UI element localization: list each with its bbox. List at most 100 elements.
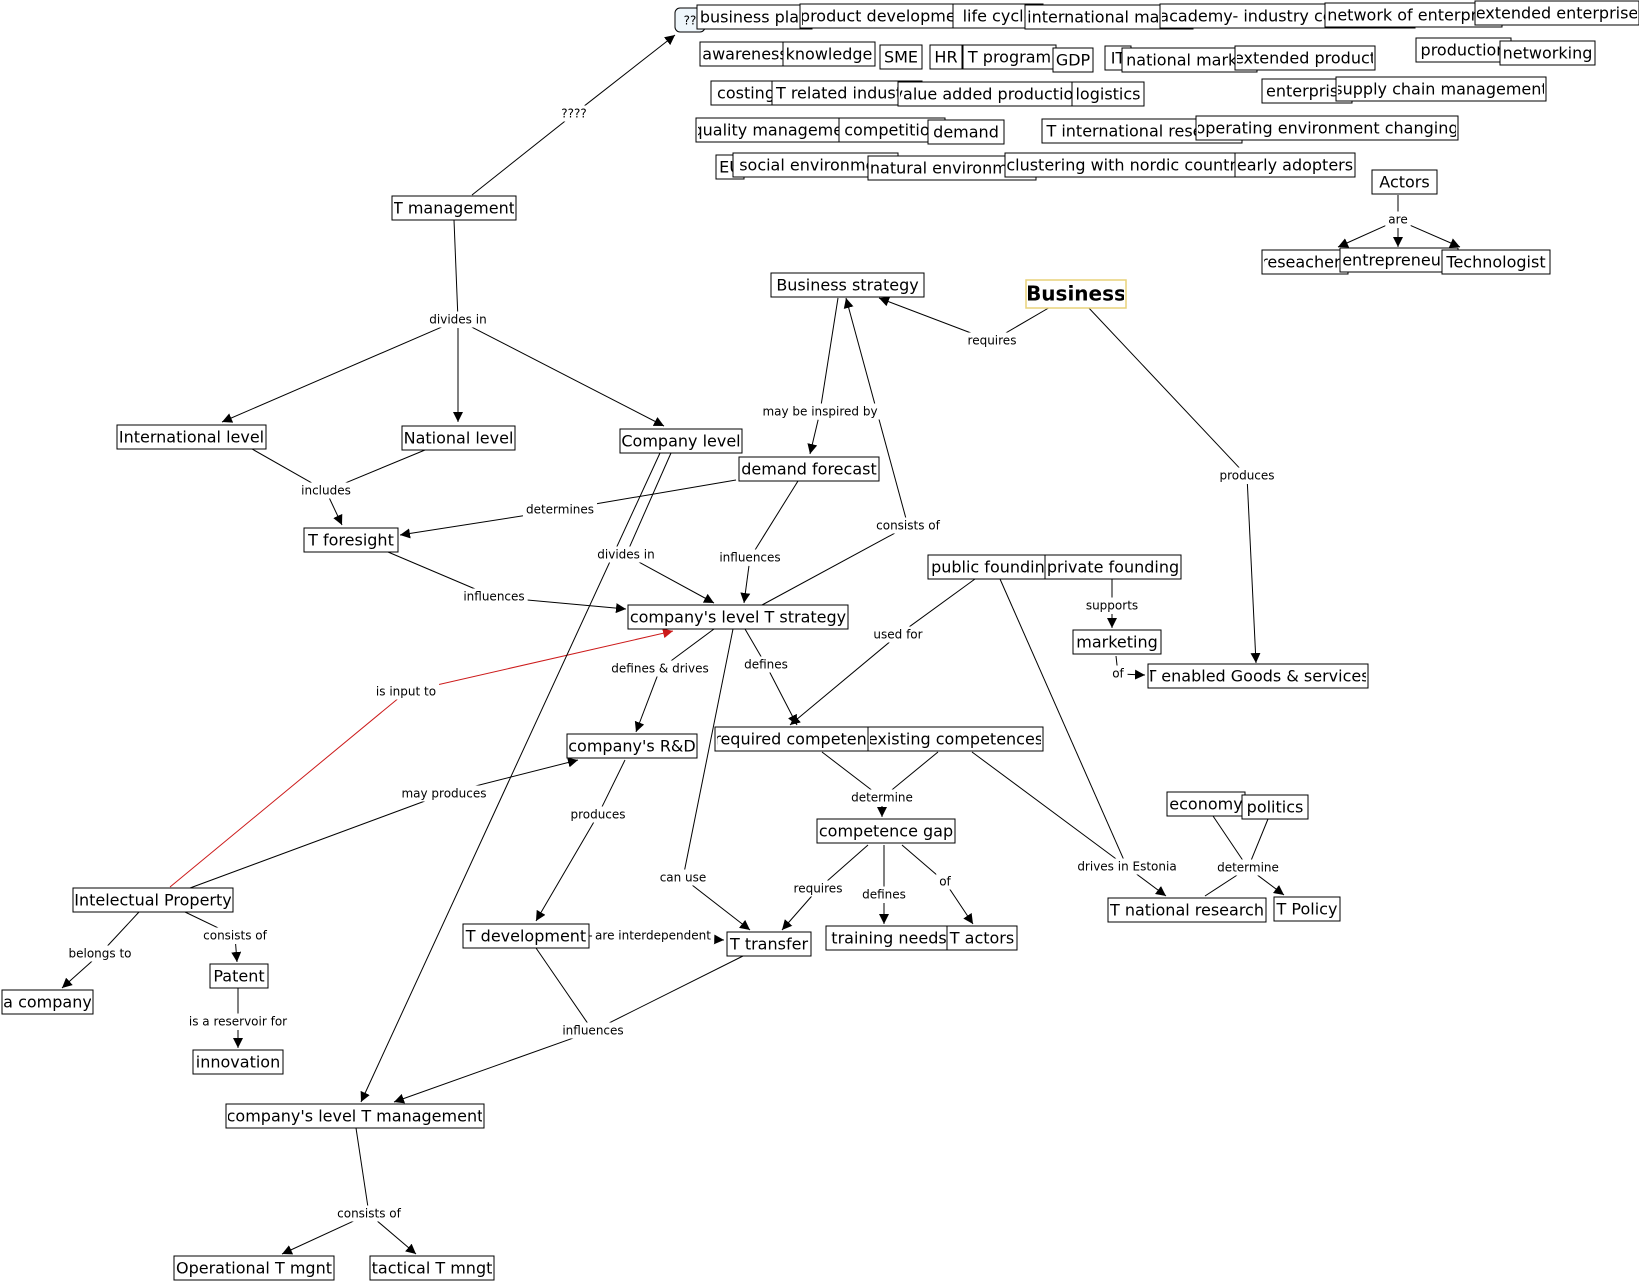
link-label-bg [426, 311, 490, 328]
concept-business-strategy[interactable]: Business strategy [770, 272, 925, 298]
concept-company-level[interactable]: Company level [619, 428, 743, 454]
concept-value-added-production[interactable]: value added production [894, 81, 1084, 107]
concept-box [699, 41, 791, 67]
concept-product-development[interactable]: product development [799, 3, 973, 29]
concept-label: network of enterprise [1327, 6, 1500, 25]
concept-marketing[interactable]: marketing [1072, 629, 1162, 655]
link-label-bg [859, 886, 909, 903]
concept-t-related-industry[interactable]: T related industry [771, 80, 923, 106]
concept-business[interactable]: Business [1025, 279, 1127, 309]
concept-box [1339, 247, 1459, 273]
concept-label: competence gap [819, 822, 953, 841]
concept-innovation[interactable]: innovation [192, 1049, 284, 1075]
concept-existing-competences[interactable]: existing competences [867, 726, 1044, 752]
concept-a-company[interactable]: a company [1, 989, 94, 1015]
concept-awareness[interactable]: awareness [699, 41, 791, 67]
link-label-bg [848, 789, 916, 806]
concept-operating-environment[interactable]: operating environment changing [1195, 115, 1459, 141]
concept-label: public founding [931, 558, 1055, 577]
concept-t-transfer[interactable]: T transfer [726, 931, 812, 957]
concept-label: National level [404, 429, 514, 448]
concept-t-actors[interactable]: T actors [946, 925, 1018, 951]
concept-private-founding[interactable]: private founding [1044, 554, 1182, 580]
concept-clustering-nordic[interactable]: clustering with nordic countries [1004, 152, 1261, 178]
concept-patent[interactable]: Patent [209, 963, 269, 989]
concept-entrepreneurs[interactable]: entrepreneurs [1339, 247, 1459, 273]
concept-label: private founding [1047, 558, 1179, 577]
concept-economy[interactable]: economy [1166, 791, 1246, 817]
link-label-bg [594, 546, 658, 563]
concept-label: T enabled Goods & services [1145, 667, 1369, 686]
concept-competence-gap[interactable]: competence gap [816, 818, 956, 844]
concept-demand[interactable]: demand [927, 119, 1005, 145]
link-label-bg [790, 880, 846, 897]
concept-label: early adopters [1237, 156, 1353, 175]
concept-extended-product[interactable]: extended product [1234, 45, 1376, 71]
concept-t-development[interactable]: T development [462, 923, 590, 949]
concept-logistics[interactable]: logistics [1071, 81, 1145, 107]
concept-sme[interactable]: SME [879, 44, 923, 70]
concept-intelectual-property[interactable]: Intelectual Property [72, 887, 234, 913]
concept-network-of-enterprise[interactable]: network of enterprise [1324, 2, 1503, 28]
concept-label: business plan [700, 8, 809, 27]
concept-box [710, 80, 782, 106]
concept-label: production [1421, 41, 1507, 60]
concept-label: T related industry [775, 84, 918, 103]
edge-in-is-input-to-0 [169, 696, 401, 888]
edge-in-influences-1-0 [387, 551, 487, 595]
concept-company-rnd[interactable]: company's R&D [566, 733, 698, 759]
concept-extended-enterprise[interactable]: extended enterprise [1474, 0, 1639, 26]
edge-out-drives-in-estonia-0 [1133, 871, 1167, 897]
concept-politics[interactable]: politics [1241, 794, 1309, 820]
concept-t-foresight[interactable]: T foresight [303, 527, 399, 553]
concept-international-level[interactable]: International level [116, 424, 267, 450]
concept-public-founding[interactable]: public founding [927, 554, 1059, 580]
link-label-consists-of-2: consists of [203, 929, 267, 943]
edge-in-determine-2-0 [1212, 815, 1244, 862]
concept-demand-forecast[interactable]: demand forecast [738, 456, 880, 482]
concept-technologist[interactable]: Technologist [1441, 249, 1551, 275]
concept-supply-chain[interactable]: supply chain management [1334, 76, 1547, 102]
concept-box [1474, 0, 1639, 26]
concept-company-t-management[interactable]: company's level T management [225, 1103, 485, 1129]
concept-business-plan[interactable]: business plan [696, 4, 813, 30]
concept-costing[interactable]: costing [710, 80, 782, 106]
concept-company-t-strategy[interactable]: company's level T strategy [627, 604, 849, 630]
concept-box [209, 963, 269, 989]
concept-networking[interactable]: networking [1499, 40, 1596, 66]
edge-out-of-2-0 [949, 888, 974, 925]
concept-box [962, 44, 1057, 70]
concept-tactical-t-mngt[interactable]: tactical T mngt [369, 1255, 495, 1281]
concept-t-management[interactable]: T management [391, 195, 517, 221]
concept-label: Patent [213, 967, 264, 986]
concept-operational-t-mgnt[interactable]: Operational T mgnt [173, 1255, 335, 1281]
link-label-are-interdependent: are interdependent [595, 929, 711, 943]
concept-box [782, 41, 876, 67]
link-label-are: are [1388, 213, 1407, 227]
concept-actors[interactable]: Actors [1371, 169, 1438, 195]
edge-in-determine-1-1 [887, 751, 939, 794]
concept-gdp[interactable]: GDP [1052, 47, 1094, 73]
concept-required-competences[interactable]: required competences [714, 726, 894, 752]
concept-label: T international research [1045, 122, 1237, 141]
concept-production[interactable]: production [1415, 37, 1512, 63]
edge-in-can-use-0 [684, 628, 734, 871]
concept-t-program[interactable]: T program [962, 44, 1057, 70]
concept-competition[interactable]: competition [838, 117, 946, 143]
concept-label: Actors [1379, 173, 1429, 192]
edge-out-defines-drives-0 [634, 676, 658, 733]
concept-t-enabled-goods[interactable]: T enabled Goods & services [1145, 663, 1369, 689]
concept-knowledge[interactable]: knowledge [782, 41, 876, 67]
concept-hr[interactable]: HR [929, 44, 963, 70]
concept-t-national-research[interactable]: T national research [1107, 897, 1267, 923]
concept-training-needs[interactable]: training needs [825, 925, 953, 951]
concept-label: demand forecast [741, 460, 876, 479]
concept-quality-management[interactable]: quality management [693, 117, 860, 143]
concept-national-level[interactable]: National level [401, 425, 516, 451]
link-label-bg [460, 588, 528, 605]
edge-out-may-be-inspired-by-0 [807, 419, 819, 455]
concept-early-adopters[interactable]: early adopters [1234, 152, 1356, 178]
concept-t-policy[interactable]: T Policy [1273, 896, 1341, 922]
concept-reseachers[interactable]: reseachers [1261, 249, 1349, 275]
edge-out-consists-of-2-0 [231, 943, 242, 963]
